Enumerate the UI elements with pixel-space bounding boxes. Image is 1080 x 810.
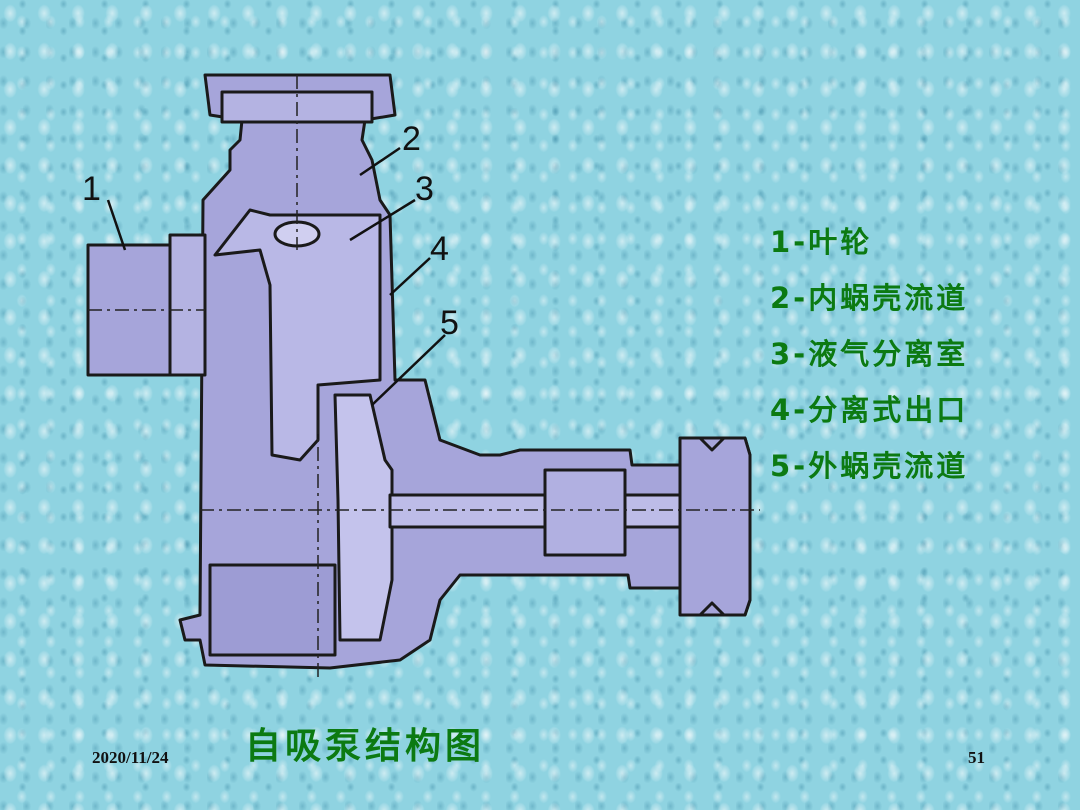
inlet-flange	[168, 233, 207, 377]
slide-title: 自吸泵结构图	[245, 726, 486, 767]
bearing-housing	[543, 468, 627, 557]
legend-item-inner-volute: 2-内蜗壳流道	[770, 281, 969, 315]
page-number: 51	[968, 748, 985, 767]
callout-1: 1	[82, 170, 101, 208]
callout-2: 2	[402, 120, 421, 158]
internal-channel	[213, 208, 382, 462]
legend-item-outer-volute: 5-外蜗壳流道	[770, 449, 969, 483]
legend-item-separation-chamber: 3-液气分离室	[770, 337, 969, 371]
legend-item-impeller: 1-叶轮	[770, 225, 873, 259]
lower-chamber	[208, 563, 337, 657]
drive-pulley	[678, 436, 752, 617]
callout-4: 4	[430, 230, 449, 268]
impeller	[333, 393, 394, 642]
legend-item-outlet: 4-分离式出口	[770, 393, 969, 427]
callout-3: 3	[415, 170, 434, 208]
slide-date: 2020/11/24	[92, 748, 169, 767]
callout-5: 5	[440, 304, 459, 342]
pump-cross-section-diagram: 1 2 3 4 5	[82, 73, 760, 680]
parts-legend: 1-叶轮 2-内蜗壳流道 3-液气分离室 4-分离式出口 5-外蜗壳流道	[770, 222, 968, 502]
